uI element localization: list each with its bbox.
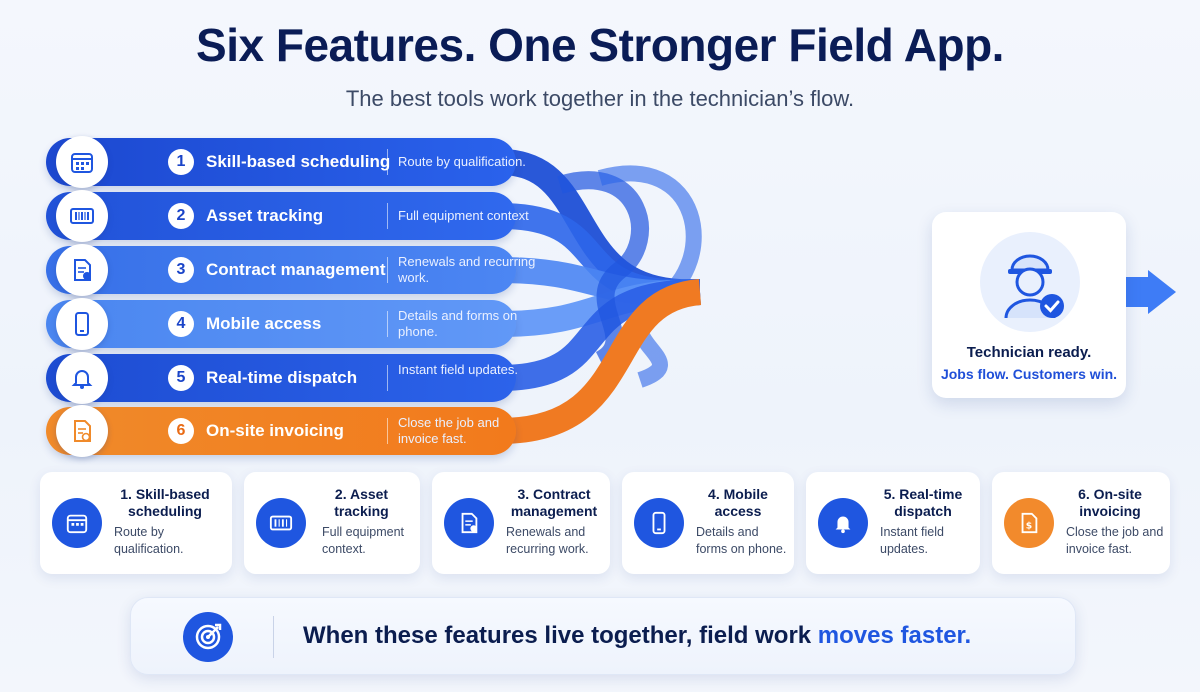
feature-number: 2 xyxy=(168,203,194,229)
card-title: 4. Mobile access xyxy=(708,486,768,519)
page-subtitle: The best tools work together in the tech… xyxy=(345,86,855,111)
feature-ribbon-2: 2 Asset tracking Full equipment context xyxy=(46,190,529,242)
invoice-icon: $ xyxy=(1004,498,1054,548)
target-icon xyxy=(183,612,233,662)
card-desc: Route by qualification. xyxy=(114,525,184,556)
banner-divider xyxy=(273,616,274,658)
feature-ribbon-3: 3 Contract management Renewals and recur… xyxy=(46,244,535,296)
feature-number: 4 xyxy=(168,311,194,337)
barcode-icon xyxy=(56,190,108,242)
feature-number: 6 xyxy=(168,418,194,444)
feature-label: Contract management xyxy=(206,260,386,279)
calendar-icon xyxy=(56,136,108,188)
feature-desc: Details and forms on phone. xyxy=(398,308,518,339)
feature-card-3: 3. Contract management Renewals and recu… xyxy=(432,472,610,574)
feature-number: 1 xyxy=(168,149,194,175)
feature-ribbon-4: 4 Mobile access Details and forms on pho… xyxy=(46,298,517,350)
bell-icon xyxy=(818,498,868,548)
svg-text:$: $ xyxy=(1026,521,1032,532)
output-arrow xyxy=(1148,270,1176,314)
card-title: 2. Asset tracking xyxy=(334,486,389,519)
feature-desc: Close the job and invoice fast. xyxy=(398,415,500,446)
feature-divider xyxy=(387,149,388,175)
banner-text-main: When these features live together, field… xyxy=(303,622,818,649)
feature-card-4: 4. Mobile access Details and forms on ph… xyxy=(622,472,794,574)
feature-label: Real-time dispatch xyxy=(206,368,358,387)
banner-text: When these features live together, field… xyxy=(303,622,971,650)
feature-label: On-site invoicing xyxy=(206,421,344,440)
page-title: Six Features. One Stronger Field App. xyxy=(196,19,1004,71)
technician-icon xyxy=(1004,254,1064,319)
summary-banner: When these features live together, field… xyxy=(130,597,1076,675)
feature-card-6: $ 6. On-site invoicing Close the job and… xyxy=(992,472,1170,574)
barcode-icon xyxy=(256,498,306,548)
feature-divider xyxy=(387,311,388,337)
contract-icon xyxy=(56,244,108,296)
feature-desc: Instant field updates. xyxy=(398,362,518,377)
technician-avatar xyxy=(980,232,1080,332)
card-title: 6. On-site invoicing xyxy=(1078,486,1142,519)
card-desc: Close the job and invoice fast. xyxy=(1066,525,1164,556)
banner-highlight: moves faster. xyxy=(817,622,972,649)
feature-ribbon-1: 1 Skill-based scheduling Route by qualif… xyxy=(46,136,526,188)
phone-icon xyxy=(634,498,684,548)
feature-label: Skill-based scheduling xyxy=(206,152,391,171)
card-title: 1. Skill-based scheduling xyxy=(120,486,210,519)
feature-divider xyxy=(387,418,388,444)
bell-icon xyxy=(56,352,108,404)
card-desc: Instant field updates. xyxy=(880,525,944,556)
card-title: 3. Contract management xyxy=(510,486,598,519)
feature-number: 3 xyxy=(168,257,194,283)
feature-label: Mobile access xyxy=(206,314,322,333)
feature-number: 5 xyxy=(168,365,194,391)
technician-card: Technician ready. Jobs flow. Customers w… xyxy=(932,212,1126,398)
invoice-icon xyxy=(56,405,108,457)
card-desc: Full equipment context. xyxy=(322,525,404,556)
card-title: 5. Real-time dispatch xyxy=(883,486,963,519)
calendar-icon xyxy=(52,498,102,548)
technician-tagline: Jobs flow. Customers win. xyxy=(940,366,1118,382)
card-desc: Details and forms on phone. xyxy=(696,525,787,556)
feature-card-5: 5. Real-time dispatch Instant field upda… xyxy=(806,472,980,574)
feature-desc: Renewals and recurring work. xyxy=(398,254,536,285)
contract-icon xyxy=(444,498,494,548)
feature-divider xyxy=(387,365,388,391)
card-desc: Renewals and recurring work. xyxy=(506,525,589,556)
technician-title: Technician ready. xyxy=(966,344,1092,361)
feature-card-1: 1. Skill-based scheduling Route by quali… xyxy=(40,472,232,574)
feature-ribbon-6: 6 On-site invoicing Close the job and in… xyxy=(46,405,516,457)
feature-divider xyxy=(387,203,388,229)
feature-ribbon-5: 5 Real-time dispatch Instant field updat… xyxy=(46,352,518,404)
feature-card-2: 2. Asset tracking Full equipment context… xyxy=(244,472,420,574)
feature-desc: Route by qualification. xyxy=(398,154,526,169)
feature-label: Asset tracking xyxy=(206,206,324,225)
feature-divider xyxy=(387,257,388,283)
phone-icon xyxy=(56,298,108,350)
feature-desc: Full equipment context xyxy=(398,208,529,223)
